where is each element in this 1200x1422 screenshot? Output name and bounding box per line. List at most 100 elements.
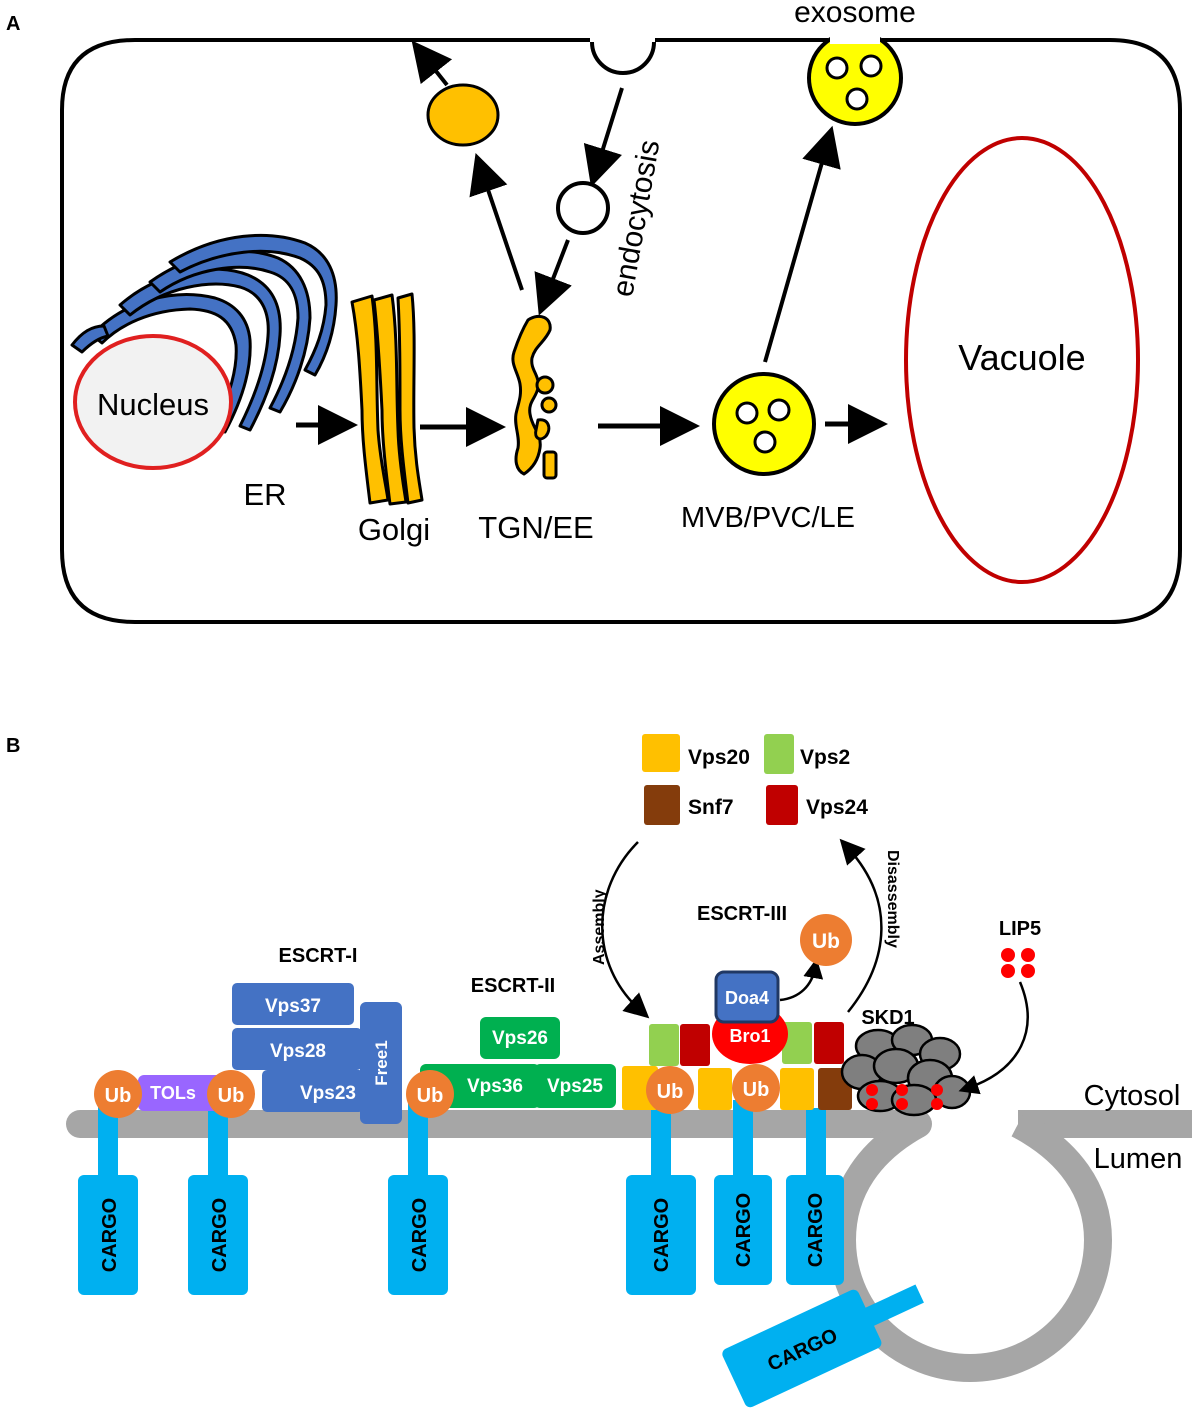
ub-label: Ub [417,1085,444,1107]
secretion-arrow [411,40,453,87]
escrt-iii-label: ESCRT-III [697,903,787,925]
panel-a-letter: A [6,13,20,35]
cargo-box [786,1175,844,1285]
er-label: ER [243,477,286,512]
ub-circle [94,1070,142,1118]
vps37 [232,983,354,1025]
vps2-subunit [649,1024,679,1066]
ub-label: Ub [812,930,840,953]
vps20-subunit [780,1068,814,1110]
vps37-label: Vps37 [265,996,321,1017]
ub-1: Ub [94,1070,142,1118]
assembly-label: Assembly [591,889,608,965]
lip5-label: LIP5 [999,918,1041,940]
er-cisternae [70,233,338,434]
secretory-vesicle [426,83,500,147]
endocytosis-to-tgn-arrow [534,239,572,316]
cargo-6: CARGO [786,1175,844,1285]
legend-label-vps24: Vps24 [806,796,868,819]
cargo-label: CARGO [99,1198,121,1272]
vps28-label: Vps28 [270,1041,326,1062]
intraluminal-vesicle [825,56,849,80]
ub-3: Ub [406,1070,454,1118]
cell-membrane [60,38,1182,624]
ub-2: Ub [207,1070,255,1118]
mvb-to-exosome-arrow [763,125,841,363]
endocytic-pit [590,41,656,75]
doa4 [714,970,780,1024]
cargo-box [714,1175,772,1285]
ub-circle [800,914,852,966]
cytosol-label: Cytosol [1084,1080,1181,1112]
cargo-label: CARGO [805,1193,827,1267]
ub-4: Ub [646,1066,694,1114]
cargo-label: CARGO [409,1198,431,1272]
intraluminal-vesicle [735,401,759,425]
legend-swatch-vps24 [766,785,798,825]
tgn-to-secretion-arrow [469,153,524,291]
vps23-label: Vps23 [300,1083,356,1104]
panel-a: A exosome endocytosis [6,0,1182,624]
cargo-label: CARGO [209,1198,231,1272]
escrt-i-complex: TOLs Vps37 Vps28 Vps23 Free1 [138,983,402,1124]
vacuole [904,136,1140,584]
ub-circle [646,1066,694,1114]
ub-label: Ub [657,1081,684,1103]
tols-label: TOLs [150,1083,196,1103]
intraluminal-vesicle [767,398,791,422]
tgn-ee-label: TGN/EE [478,510,593,545]
nucleus [73,334,233,470]
vps25 [534,1064,616,1108]
cargo-box [626,1175,696,1295]
exosome-gap [830,28,880,44]
cargo-stems [98,1100,826,1190]
cargo-intraluminal: CARGO [722,1284,924,1408]
ub-label: Ub [105,1085,132,1107]
vps20-subunit [698,1068,732,1110]
bro1-label: Bro1 [729,1026,770,1046]
ub-circle [732,1064,780,1112]
doa4-label: Doa4 [725,988,769,1008]
legend-label-vps2: Vps2 [800,746,850,769]
legend-label-vps20: Vps20 [688,746,750,769]
cargo-box [388,1175,448,1295]
vps28 [232,1028,362,1070]
vacuole-label: Vacuole [958,337,1085,378]
free1 [360,1002,402,1124]
cargo-box [722,1289,882,1408]
cargo-2: CARGO [188,1175,248,1295]
endocytosis-arrow [583,87,624,188]
cargo-label: CARGO [733,1193,755,1267]
cargo-3: CARGO [388,1175,448,1295]
endocytic-vesicle [556,181,610,235]
vps26 [480,1017,560,1059]
lip5-to-skd1-arrow [958,981,1029,1095]
free1-label: Free1 [372,1040,391,1085]
cargo-5: CARGO [714,1175,772,1285]
vps24-subunit [680,1024,710,1066]
nucleus-label: Nucleus [97,387,209,422]
disassembly-arrow [839,838,883,1013]
mvb-label: MVB/PVC/LE [681,502,855,534]
ub-label: Ub [743,1079,770,1101]
cargo-box [188,1175,248,1295]
exosome-label: exosome [794,0,916,29]
ub-release-arrow [779,958,824,1002]
cargo-4: CARGO [626,1175,696,1295]
escrt-iii-legend: Vps20 Vps2 Snf7 Vps24 [642,734,868,825]
legend-swatch-snf7 [644,785,680,825]
vps2-subunit [782,1022,812,1064]
legend-label-snf7: Snf7 [688,796,734,819]
cargo-box [78,1175,138,1295]
cargo-stem [861,1284,924,1328]
cargo-1: CARGO [78,1175,138,1295]
endocytosis-label: endocytosis [606,137,666,299]
escrt-ii-label: ESCRT-II [471,975,555,997]
lumen-label: Lumen [1094,1143,1183,1175]
panel-b-letter: B [6,735,20,757]
intraluminal-vesicle [753,430,777,454]
disassembly-label: Disassembly [884,850,901,948]
legend-swatch-vps2 [764,734,794,774]
lip5 [1001,948,1035,978]
